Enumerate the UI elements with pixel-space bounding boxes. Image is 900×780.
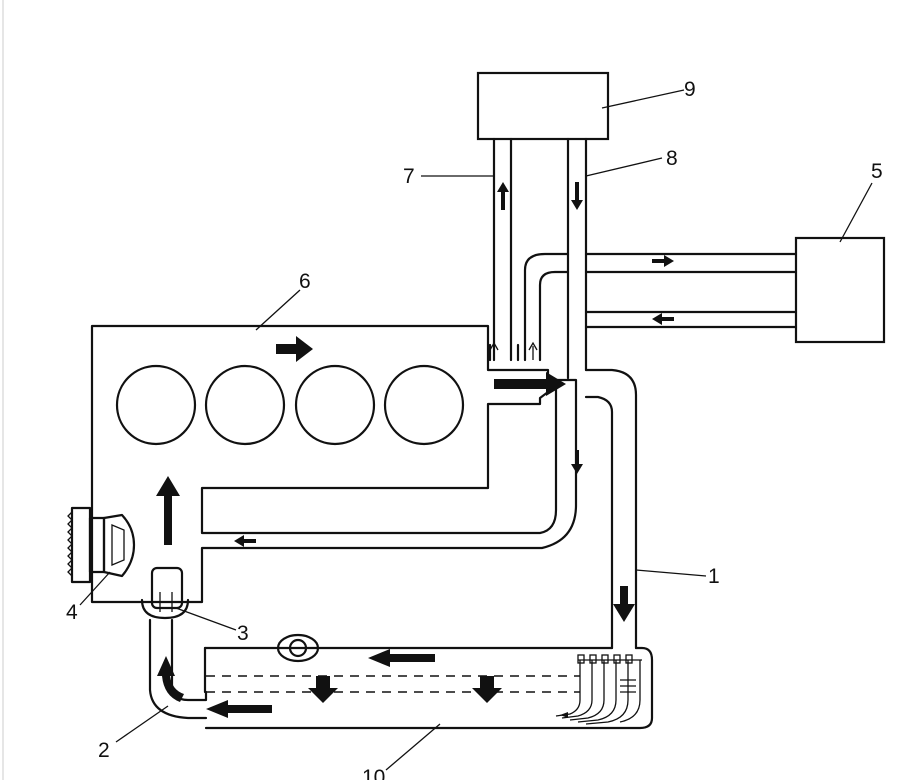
hose-7 [492, 137, 513, 362]
cylinder-1 [115, 364, 197, 446]
callout-3: 3 [237, 622, 249, 645]
cylinder-3 [294, 364, 376, 446]
cylinder-2 [204, 364, 286, 446]
callout-5: 5 [871, 160, 883, 183]
callout-8: 8 [666, 147, 678, 170]
component-9-box [476, 71, 610, 141]
callout-1: 1 [708, 565, 720, 588]
flow-arrows [156, 182, 674, 718]
outlet-bend-right [523, 252, 570, 362]
callout-10: 10 [362, 766, 385, 780]
hose-1 [584, 368, 638, 650]
callout-6: 6 [299, 270, 311, 293]
radiator-fins [555, 654, 642, 725]
hose-2 [148, 618, 208, 720]
callout-7: 7 [403, 165, 415, 188]
callout-2: 2 [98, 739, 110, 762]
engine-block [90, 324, 578, 604]
callout-4: 4 [66, 601, 78, 624]
water-pump [67, 506, 136, 584]
outlet-bend-left [488, 343, 520, 362]
hose-8 [566, 137, 588, 380]
leader-lines [79, 89, 873, 771]
radiator-cap [276, 633, 320, 663]
heater-hose-return [584, 310, 798, 329]
cylinder-4 [383, 364, 465, 446]
callout-9: 9 [684, 78, 696, 101]
radiator [203, 646, 654, 730]
heater-hose-supply [584, 252, 798, 274]
thermostat [140, 566, 190, 620]
component-5-box [794, 236, 886, 344]
